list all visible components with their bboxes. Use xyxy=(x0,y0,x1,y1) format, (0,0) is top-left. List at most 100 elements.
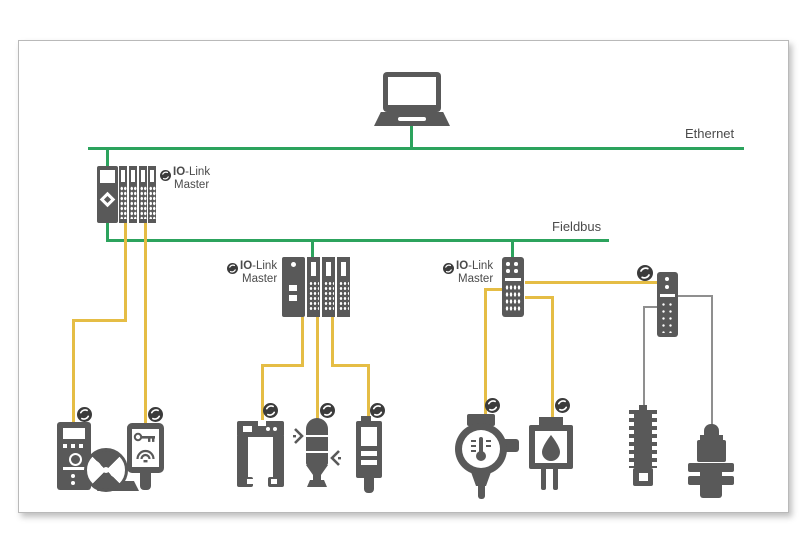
io-link-logo-icon xyxy=(555,398,570,413)
standard-cable xyxy=(678,295,712,297)
flange-mid xyxy=(700,472,722,476)
fork-sensor-icon xyxy=(237,421,284,437)
fork-leg xyxy=(237,436,248,479)
signal-tower-icon xyxy=(306,418,328,466)
label-link: -Link xyxy=(185,166,211,178)
master2-drop-line xyxy=(311,242,314,258)
iolink-cable xyxy=(525,296,554,299)
fork-foot-notch xyxy=(271,479,277,484)
threaded-core xyxy=(634,410,652,468)
master-label-line1: IO-Link xyxy=(240,260,277,272)
flanged-sensor-icon xyxy=(697,440,726,462)
io-module-slot xyxy=(121,170,125,182)
io-module-ports xyxy=(339,281,349,311)
flanged-dome xyxy=(704,424,719,437)
standard-cable xyxy=(643,306,645,410)
sensor-tab xyxy=(361,416,371,422)
sensor-window xyxy=(361,427,377,446)
io-module-ports xyxy=(140,186,147,219)
iolink-cable xyxy=(261,364,304,367)
segment-divider xyxy=(306,435,328,437)
tower-stem xyxy=(313,474,321,481)
controller-led xyxy=(71,481,75,485)
iolink-cable xyxy=(484,288,504,291)
master3-drop-line xyxy=(511,242,514,258)
iolink-cable xyxy=(331,317,334,367)
iolink-cable xyxy=(72,319,127,322)
io-link-logo-icon xyxy=(485,398,500,413)
master1-uplink-line xyxy=(106,150,109,167)
flow-prong xyxy=(553,469,558,490)
iolink-cable xyxy=(551,296,554,417)
flash-chevron-icon xyxy=(293,428,304,444)
io-link-logo-icon xyxy=(160,170,171,181)
tower-foot xyxy=(307,480,327,487)
fork-foot-notch xyxy=(247,479,253,484)
io-module-ports xyxy=(149,186,156,219)
laptop-icon xyxy=(374,70,450,128)
flange-bar xyxy=(688,476,734,485)
flanged-neck xyxy=(700,435,723,441)
divider-bar xyxy=(505,278,521,281)
iolink-cable xyxy=(484,288,487,414)
io-link-logo-icon xyxy=(263,403,278,418)
io-link-logo-icon xyxy=(443,263,454,274)
port-dot xyxy=(506,262,510,266)
fieldbus-label: Fieldbus xyxy=(552,219,602,234)
io-module-slot xyxy=(150,170,154,182)
iolink-cable xyxy=(261,364,264,420)
iolink-master-3: IO-Link Master xyxy=(440,257,526,319)
port-dot xyxy=(665,285,669,289)
io-module-slot xyxy=(141,170,145,182)
iolink-cable xyxy=(124,223,127,321)
label-link: -Link xyxy=(468,260,494,272)
io-link-logo-icon xyxy=(370,403,385,418)
io-module-ports xyxy=(120,186,127,219)
flash-chevron-icon xyxy=(330,450,341,466)
rfid-stem xyxy=(140,473,151,490)
device-rfid-reader xyxy=(127,405,167,495)
gauge-pipe xyxy=(505,439,519,452)
controller-key xyxy=(71,444,75,448)
io-link-logo-icon xyxy=(148,407,163,422)
flanged-bottom xyxy=(700,485,722,498)
thermometer-icon xyxy=(471,437,491,461)
label-link: -Link xyxy=(252,260,278,272)
controller-led xyxy=(71,474,75,478)
iolink-cable xyxy=(316,317,319,420)
device-flanged-sensor xyxy=(688,424,734,500)
port-dot xyxy=(514,262,518,266)
io-link-logo-icon xyxy=(637,265,653,281)
io-module-slot xyxy=(341,262,346,276)
standard-cable xyxy=(643,306,657,308)
master-label-line1: IO-Link xyxy=(456,260,493,272)
port-grid xyxy=(505,284,521,313)
fork-led xyxy=(266,427,270,431)
valve-center xyxy=(103,467,109,473)
master-label-line2: Master xyxy=(174,179,210,191)
flow-prong xyxy=(541,469,546,490)
fork-slot xyxy=(243,426,252,432)
io-module-slot xyxy=(326,262,331,276)
io-link-logo-icon xyxy=(227,263,238,274)
head-port xyxy=(289,295,297,301)
head-led xyxy=(291,262,296,267)
io-module-ports xyxy=(324,281,334,311)
flow-cap xyxy=(539,417,563,426)
fieldbus-bus-line xyxy=(106,239,609,242)
fork-led xyxy=(273,427,277,431)
sensor-bar xyxy=(361,451,377,456)
controller-bar xyxy=(63,467,85,470)
iolink-master-1: IO-Link Master xyxy=(97,166,217,228)
controller-key xyxy=(63,444,67,448)
iolink-cable xyxy=(144,223,147,424)
controller-knob xyxy=(69,453,82,466)
tower-taper xyxy=(306,465,328,475)
port-grid xyxy=(660,301,675,333)
io-module-slot xyxy=(311,262,316,276)
iolink-cable xyxy=(72,319,75,423)
iolink-cable xyxy=(331,364,370,367)
divider-bar xyxy=(660,294,675,297)
master-label-line2: Master xyxy=(242,273,278,285)
key-and-waves-icon xyxy=(133,432,155,463)
